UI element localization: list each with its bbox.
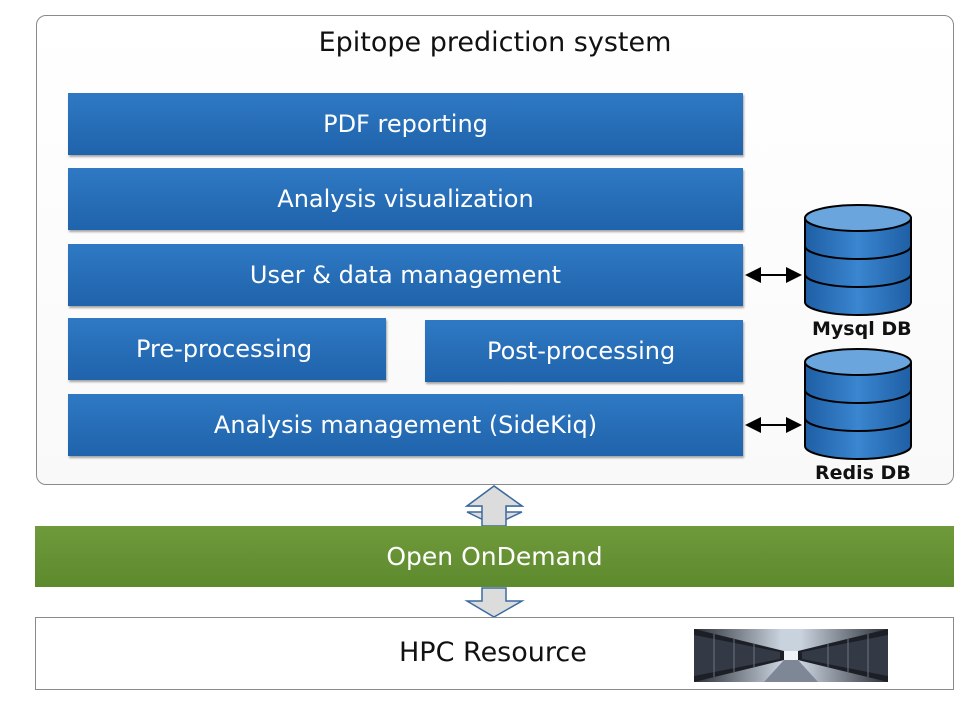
mysql-db-label: Mysql DB xyxy=(812,318,912,340)
mysql-db-icon xyxy=(804,204,912,316)
post-processing-module: Post-processing xyxy=(425,320,743,382)
analysis-management-module: Analysis management (SideKiq) xyxy=(68,394,743,456)
system-title: Epitope prediction system xyxy=(318,27,672,58)
user-data-management-module: User & data management xyxy=(68,244,743,306)
pre-processing-module: Pre-processing xyxy=(68,318,386,380)
open-ondemand-bar: Open OnDemand xyxy=(35,526,954,587)
redis-db-icon xyxy=(804,348,912,460)
redis-db-label: Redis DB xyxy=(815,462,911,484)
analysis-visualization-module: Analysis visualization xyxy=(68,168,743,230)
server-corridor-image xyxy=(694,629,888,682)
hpc-resource-label: HPC Resource xyxy=(399,637,587,668)
pdf-reporting-module: PDF reporting xyxy=(68,93,743,155)
down-arrow-icon xyxy=(464,587,525,618)
